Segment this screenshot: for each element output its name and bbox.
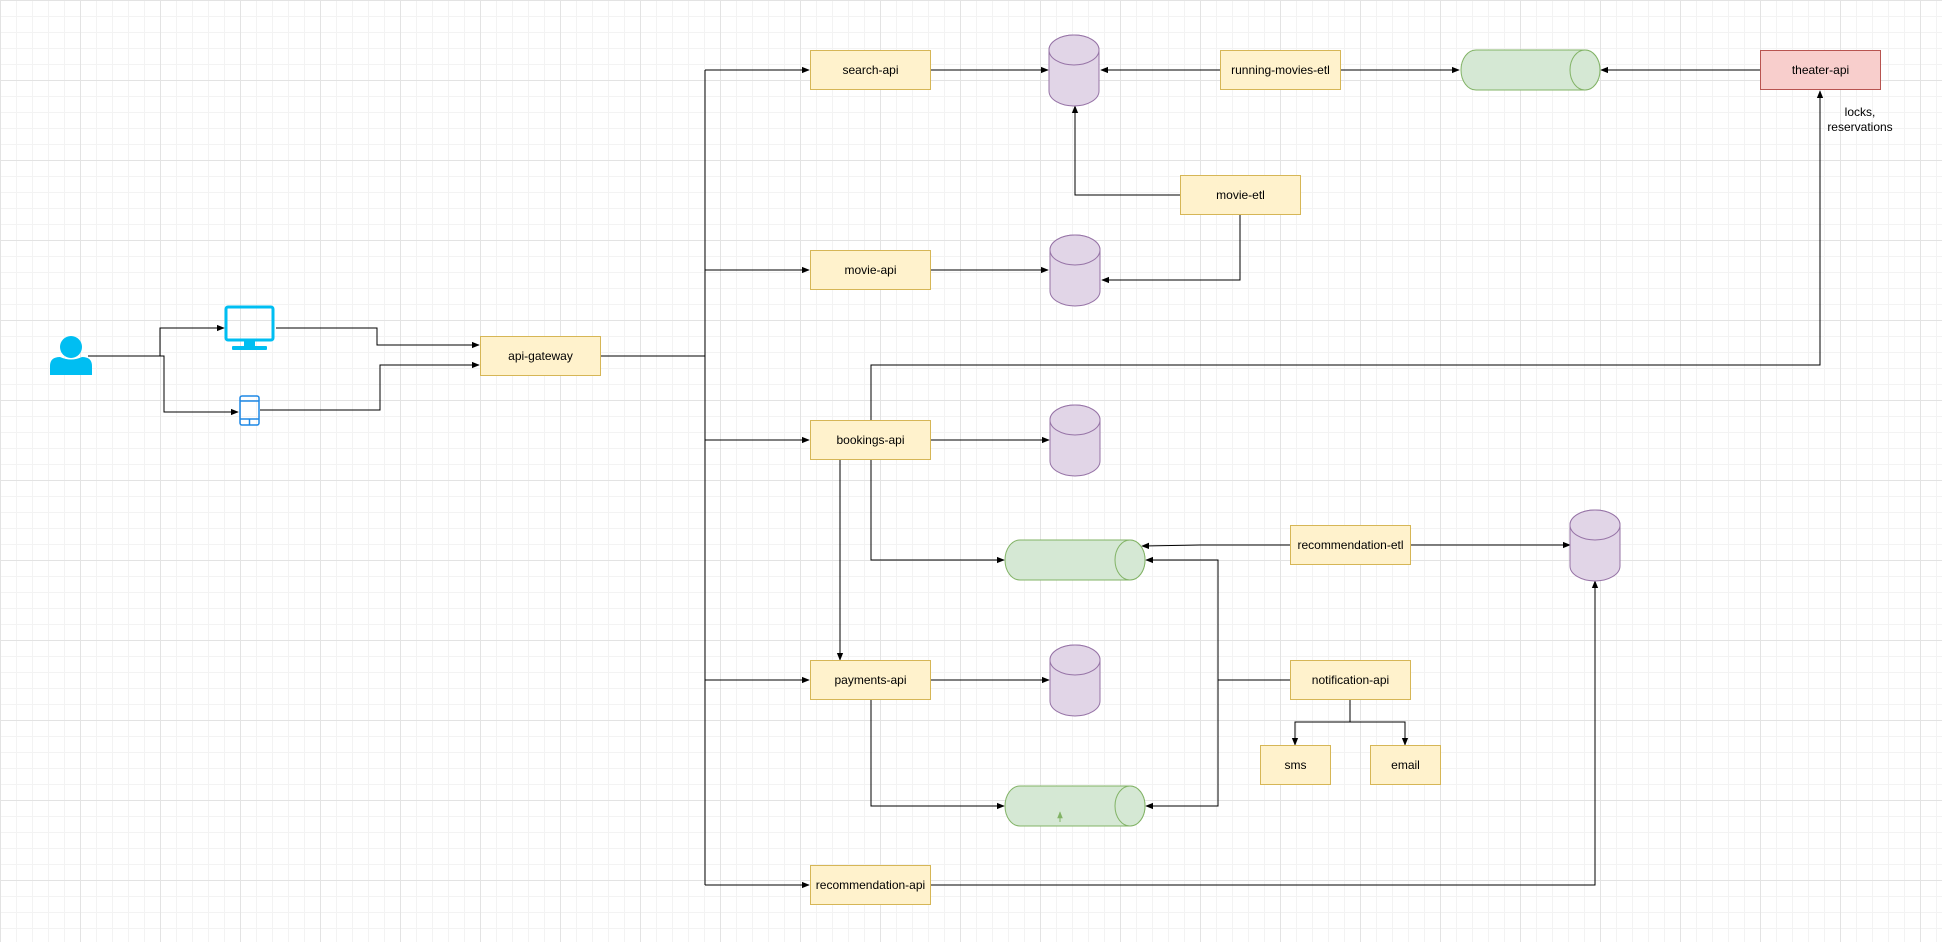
bookings-queue [1004,539,1146,581]
payments-api-box[interactable]: payments-api [810,660,931,700]
edge-movie-etl-search-db [1071,105,1180,196]
edge-user-mobile [160,355,239,416]
payments-database [1049,644,1101,717]
movie-api-box[interactable]: movie-api [810,250,931,290]
movie-etl-box[interactable]: movie-etl [1180,175,1301,215]
payments-queue [1004,785,1146,827]
edge-recommendation-etl-queue [1141,542,1290,550]
edge-bookings-theater [870,90,1824,420]
edge-notification-sms [1291,700,1351,746]
edge-desktop-gateway [276,327,480,349]
theater-api-box[interactable]: theater-api [1760,50,1881,90]
theater-note-line-2: reservations [1827,120,1893,134]
running-movies-queue [1460,49,1601,91]
recommendation-database [1569,509,1621,582]
recommendation-etl-box[interactable]: recommendation-etl [1290,525,1411,565]
desktop-monitor-icon [224,305,275,350]
edge-payments-queue [870,700,1005,810]
edge-recommendation-api-db [930,580,1599,886]
mobile-phone-icon [239,395,260,426]
bookings-api-box[interactable]: bookings-api [810,420,931,460]
bookings-database [1049,404,1101,477]
sms-box[interactable]: sms [1260,745,1331,785]
edge-mobile-gateway [260,361,480,411]
search-database [1048,34,1100,107]
edge-notification-bookings-queue [1145,556,1219,806]
email-box[interactable]: email [1370,745,1441,785]
user-icon [50,336,92,375]
recommendation-api-box[interactable]: recommendation-api [810,865,931,905]
movie-database [1049,234,1101,307]
theater-note-line-1: locks, [1844,105,1876,119]
theater-api-note: locks, reservations [1822,105,1898,135]
api-gateway-box[interactable]: api-gateway [480,336,601,376]
edge-notification-email [1350,721,1409,746]
edge-bookings-queue [870,460,1005,564]
edge-user-desktop [88,324,225,357]
edge-movie-etl-movie-db [1101,215,1241,284]
edge-notification-payments-queue [1145,680,1219,810]
search-api-box[interactable]: search-api [810,50,931,90]
notification-api-box[interactable]: notification-api [1290,660,1411,700]
running-movies-etl-box[interactable]: running-movies-etl [1220,50,1341,90]
